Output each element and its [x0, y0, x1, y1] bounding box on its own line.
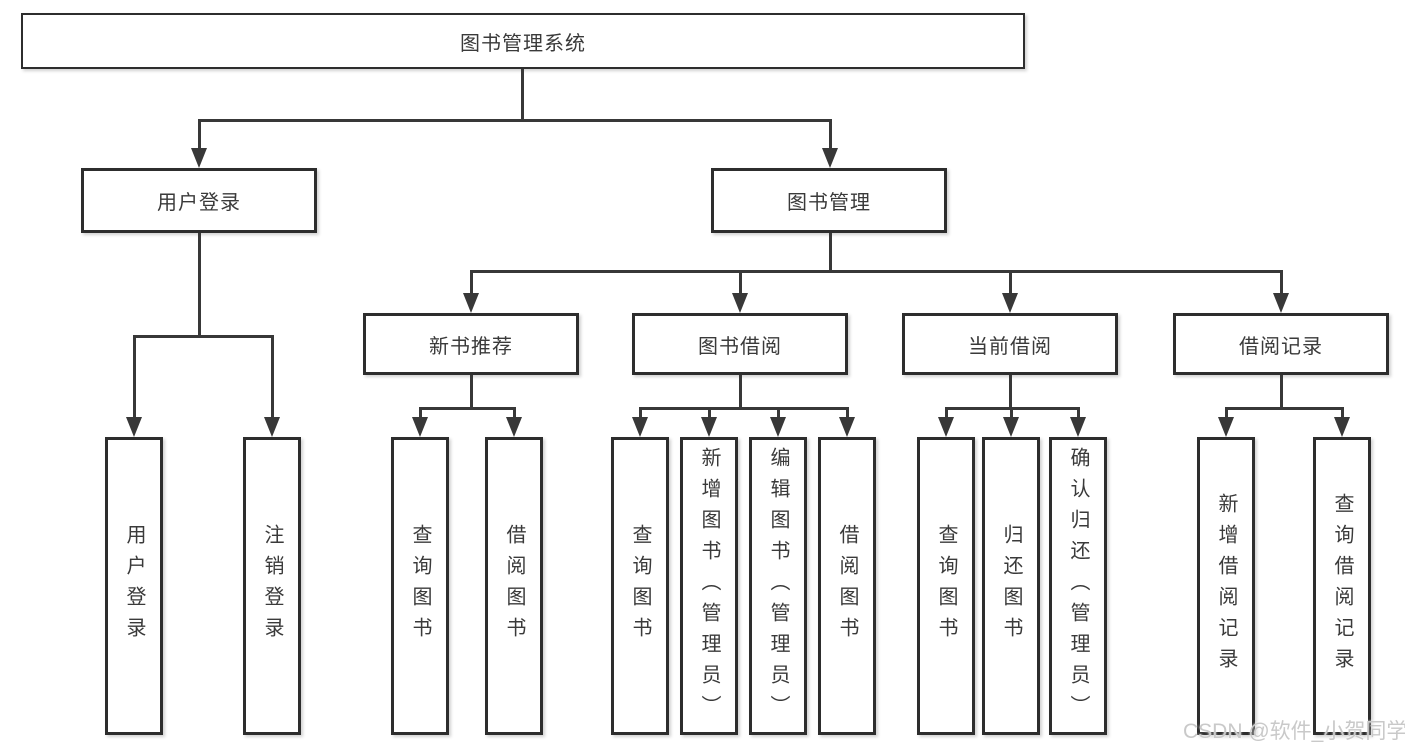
connector-line	[639, 409, 642, 419]
leaf-current-query-book: 查询图书	[917, 437, 975, 735]
connector-line	[133, 337, 136, 417]
connector-line	[271, 337, 274, 417]
connector-line	[639, 407, 849, 410]
arrow-down-icon	[632, 417, 648, 437]
leaf-records-query-record: 查询借阅记录	[1313, 437, 1371, 735]
connector-line	[945, 409, 948, 419]
arrow-down-icon	[1070, 417, 1086, 437]
connector-line	[470, 375, 473, 409]
connector-line	[945, 407, 1080, 410]
arrow-down-icon	[1003, 417, 1019, 437]
connector-line	[419, 409, 422, 419]
node-current-borrow: 当前借阅	[902, 313, 1118, 375]
connector-line	[777, 409, 780, 419]
connector-line	[513, 409, 516, 419]
arrow-down-icon	[191, 148, 207, 168]
connector-line	[1225, 407, 1344, 410]
leaf-logout: 注销登录	[243, 437, 301, 735]
leaf-borrow-edit-book-admin: 编辑图书（管理员）	[749, 437, 807, 735]
node-book-borrow: 图书借阅	[632, 313, 848, 375]
arrow-down-icon	[822, 148, 838, 168]
connector-line	[708, 409, 711, 419]
connector-line	[829, 121, 832, 149]
leaf-recommend-borrow-book: 借阅图书	[485, 437, 543, 735]
connector-line	[1280, 375, 1283, 409]
connector-line	[1280, 272, 1283, 293]
arrow-down-icon	[463, 293, 479, 313]
connector-line	[470, 270, 1283, 273]
node-root: 图书管理系统	[21, 13, 1025, 69]
connector-line	[470, 272, 473, 293]
arrow-down-icon	[770, 417, 786, 437]
connector-line	[1010, 409, 1013, 419]
arrow-down-icon	[1002, 293, 1018, 313]
connector-line	[1225, 409, 1228, 419]
arrow-down-icon	[701, 417, 717, 437]
arrow-down-icon	[506, 417, 522, 437]
leaf-current-confirm-return-admin: 确认归还（管理员）	[1049, 437, 1107, 735]
arrow-down-icon	[839, 417, 855, 437]
arrow-down-icon	[126, 417, 142, 437]
leaf-recommend-query-book: 查询图书	[391, 437, 449, 735]
connector-line	[198, 233, 201, 337]
node-borrow-records: 借阅记录	[1173, 313, 1389, 375]
leaf-records-add-record: 新增借阅记录	[1197, 437, 1255, 735]
arrow-down-icon	[1218, 417, 1234, 437]
leaf-borrow-borrow-book: 借阅图书	[818, 437, 876, 735]
arrow-down-icon	[938, 417, 954, 437]
leaf-borrow-query-book: 查询图书	[611, 437, 669, 735]
csdn-watermark: CSDN @软件_小贺同学	[1183, 720, 1405, 743]
leaf-user-login: 用户登录	[105, 437, 163, 735]
connector-line	[1009, 272, 1012, 293]
connector-line	[521, 69, 524, 122]
connector-line	[419, 407, 516, 410]
connector-line	[198, 121, 201, 149]
leaf-borrow-add-book-admin: 新增图书（管理员）	[680, 437, 738, 735]
arrow-down-icon	[1334, 417, 1350, 437]
connector-line	[1077, 409, 1080, 419]
connector-line	[739, 272, 742, 293]
connector-line	[198, 119, 832, 122]
node-book-management: 图书管理	[711, 168, 947, 233]
node-user-login: 用户登录	[81, 168, 317, 233]
arrow-down-icon	[264, 417, 280, 437]
arrow-down-icon	[412, 417, 428, 437]
connector-line	[133, 335, 274, 338]
leaf-current-return-book: 归还图书	[982, 437, 1040, 735]
connector-line	[829, 233, 832, 272]
connector-line	[1009, 375, 1012, 409]
connector-line	[1341, 409, 1344, 419]
connector-line	[739, 375, 742, 409]
node-new-book-recommend: 新书推荐	[363, 313, 579, 375]
arrow-down-icon	[1273, 293, 1289, 313]
arrow-down-icon	[732, 293, 748, 313]
connector-line	[846, 409, 849, 419]
